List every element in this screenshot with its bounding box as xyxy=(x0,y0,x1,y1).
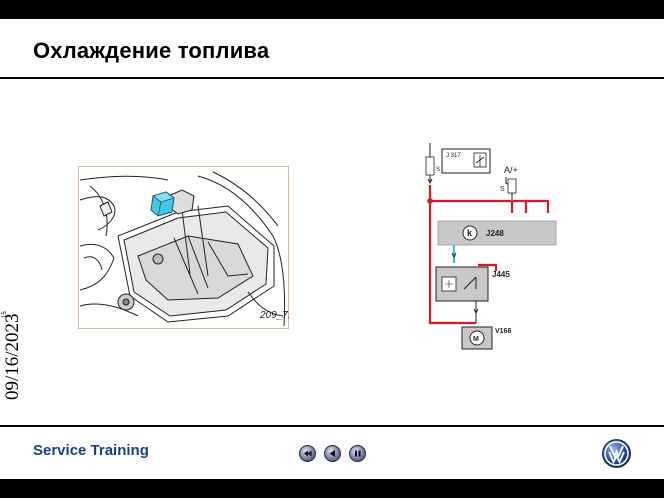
label-j317: J 317 xyxy=(446,153,461,159)
label-s-left: S xyxy=(436,167,440,173)
label-m: M xyxy=(473,336,479,343)
relay-highlight xyxy=(150,191,175,217)
footer-divider xyxy=(0,425,664,427)
slide-date: 09/16/2023 xyxy=(2,313,23,400)
photo-caption: 209_71 xyxy=(259,310,289,321)
label-a-plus: A/+ xyxy=(504,165,518,175)
pause-icon xyxy=(355,450,361,457)
first-slide-button[interactable] xyxy=(299,445,316,462)
slide-title: Охлаждение топлива xyxy=(33,38,270,63)
wiring-schematic: J 317 S A/+ S k J248 xyxy=(418,143,560,353)
engine-bay-illustration: 209_71 xyxy=(78,166,293,329)
vw-logo xyxy=(602,439,631,468)
label-s-right: S xyxy=(500,186,505,193)
label-j445: J445 xyxy=(492,270,510,279)
title-divider xyxy=(0,77,664,79)
pause-button[interactable] xyxy=(349,445,366,462)
top-bar xyxy=(0,0,664,19)
label-k: k xyxy=(467,228,473,238)
bottom-bar xyxy=(0,479,664,498)
footer-brand-text: Service Training xyxy=(33,442,149,459)
play-back-icon xyxy=(329,450,335,457)
rewind-icon xyxy=(304,450,312,457)
label-v166: V166 xyxy=(495,328,511,335)
previous-slide-button[interactable] xyxy=(324,445,341,462)
label-j248: J248 xyxy=(486,229,504,238)
